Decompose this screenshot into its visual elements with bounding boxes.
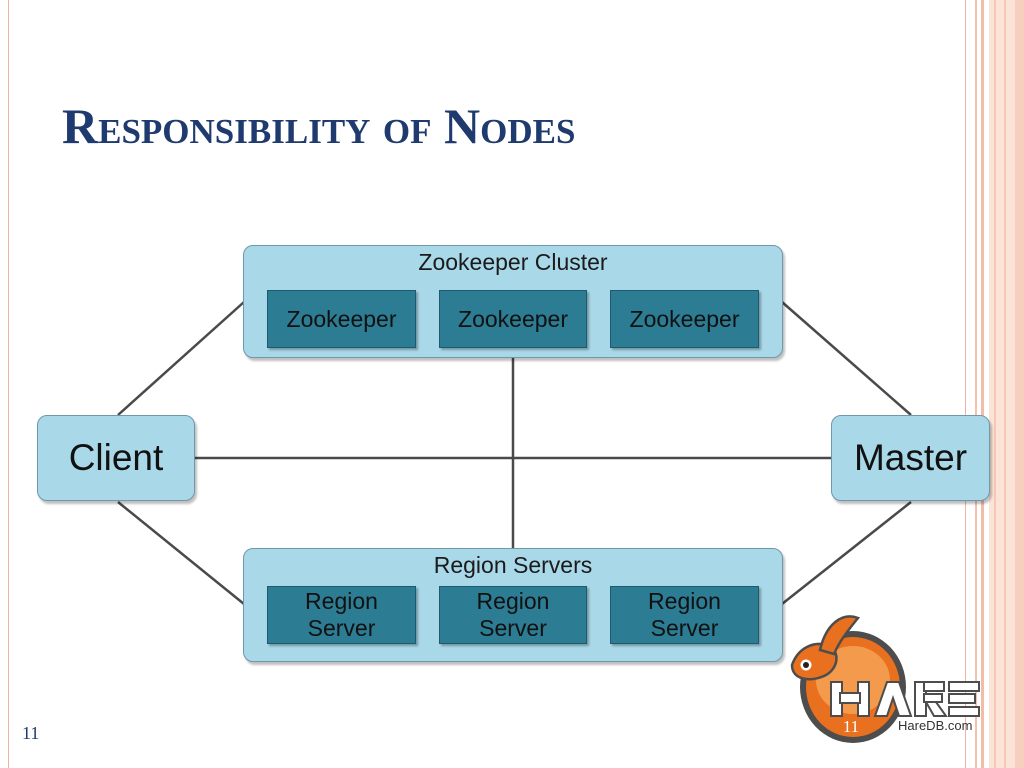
region-server-node: Region Server [439,586,587,644]
master-region-connector [781,501,912,605]
page-number: 11 [22,723,40,743]
zookeeper-node-label: Zookeeper [629,305,740,332]
zookeeper-cluster: Zookeeper Cluster Zookeeper Zookeeper Zo… [243,245,783,358]
master-zookeeper-connector [781,301,912,416]
client-node: Client [37,415,195,501]
client-region-connector [117,501,245,605]
region-server-label-line: Region [476,588,550,614]
slide-title: Responsibility of Nodes [62,98,576,154]
region-server-label-line: Server [479,615,547,641]
side-stripe [975,0,977,768]
logo-url: HareDB.com [898,718,973,733]
zookeeper-node: Zookeeper [267,290,416,348]
side-stripe [981,0,984,768]
master-node: Master [831,415,990,501]
region-servers-group: Region Servers Region Server Region Serv… [243,548,783,662]
region-server-node: Region Server [267,586,416,644]
side-stripe [1015,0,1024,768]
zookeeper-node: Zookeeper [610,290,759,348]
client-zookeeper-connector [117,301,245,416]
hare-rabbit-logo-icon [790,615,980,743]
zookeeper-node: Zookeeper [439,290,587,348]
region-server-node: Region Server [610,586,759,644]
zookeeper-node-label: Zookeeper [458,305,568,332]
zookeeper-node-label: Zookeeper [286,305,397,332]
region-server-label-line: Server [307,615,376,641]
side-stripe [1004,0,1006,768]
region-servers-label: Region Servers [433,552,593,578]
region-server-label-line: Region [648,588,721,614]
region-server-label-line: Region [305,588,378,614]
region-server-label-line: Server [650,615,719,641]
zookeeper-cluster-label: Zookeeper Cluster [418,249,608,275]
logo-slide-number: 11 [842,717,860,736]
slide-frame [8,0,966,768]
side-stripe [994,0,996,768]
